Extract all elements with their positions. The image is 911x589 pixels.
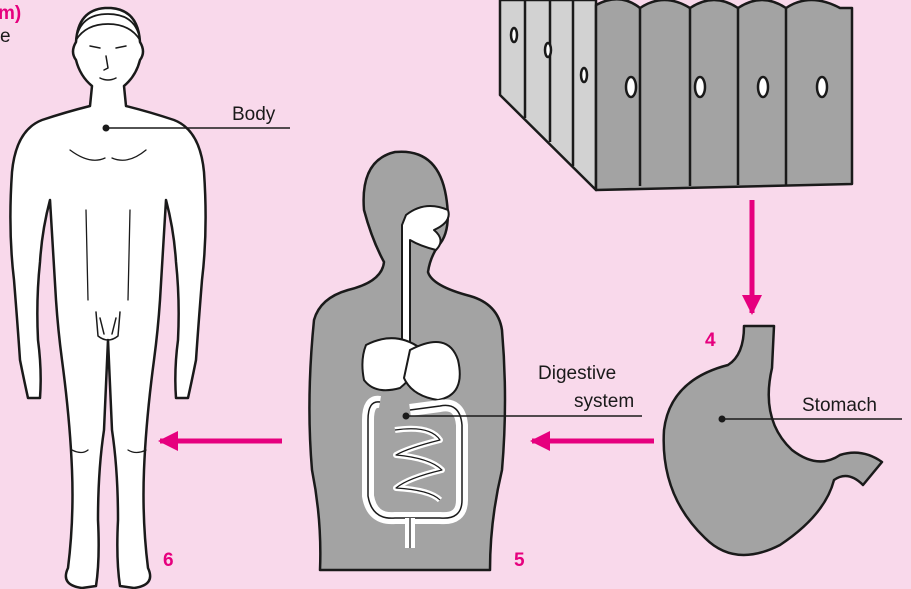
step-number-stomach: 4 <box>705 330 716 352</box>
stomach-icon <box>664 326 882 555</box>
cut-off-text-fragment: e <box>0 26 11 48</box>
digestive-system-label-line1: Digestive <box>538 363 616 384</box>
digestive-system-label-line2: system <box>574 391 634 412</box>
body-label: Body <box>232 104 275 125</box>
tissue-cells-icon <box>500 0 852 190</box>
step-number-digestive: 5 <box>514 550 525 572</box>
cut-off-title-fragment: m) <box>0 3 21 25</box>
human-body-icon <box>10 8 205 588</box>
stomach-label: Stomach <box>802 395 877 416</box>
digestive-system-icon <box>309 152 505 570</box>
step-number-body: 6 <box>163 550 174 572</box>
